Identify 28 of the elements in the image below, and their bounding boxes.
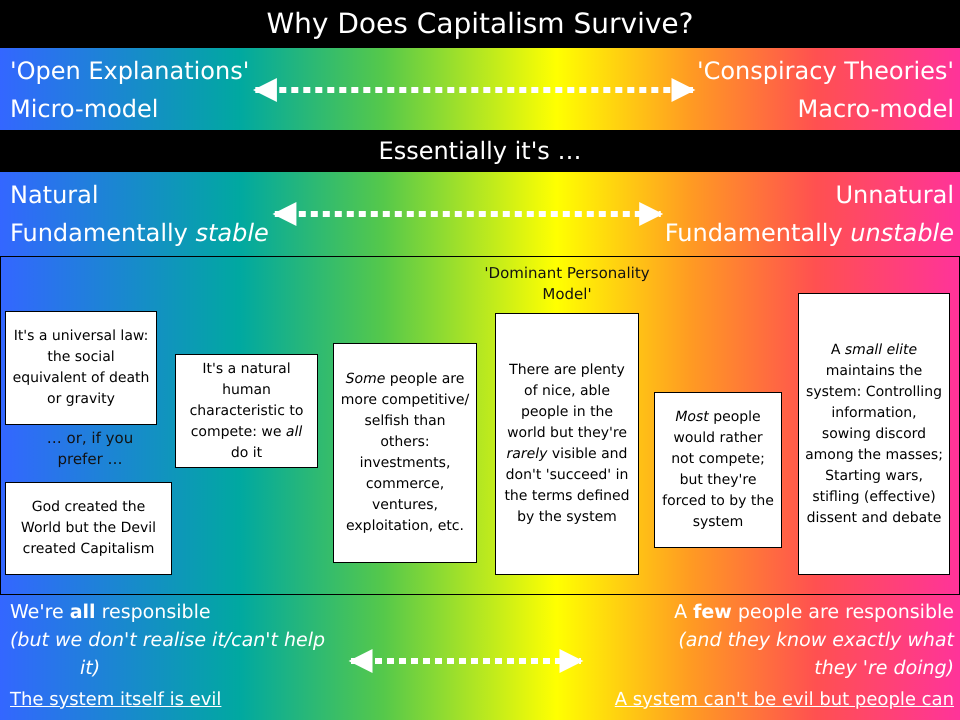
subheading-text: Micro-model bbox=[10, 94, 160, 125]
double-arrow bbox=[348, 649, 584, 673]
note-text: (but we don't realise it/can't help it) bbox=[10, 628, 326, 681]
heading-text: Natural bbox=[10, 180, 100, 211]
text-card: A small elite maintains the system: Controlling information, sowing discord among the masses; Starting wars, stifling (effective) dissent and debate bbox=[798, 293, 950, 575]
note-text: (and they know exactly what they 're doing) bbox=[677, 628, 954, 681]
text-card: Some people are more competitive/ selfish than others: investments, commerce, ventures, exploitation, etc. bbox=[333, 343, 477, 563]
text-card: It's a natural human characteristic to compete: we all do it bbox=[175, 354, 318, 468]
statement-text: A few people are responsible bbox=[673, 600, 954, 625]
section-header: Essentially it's … bbox=[0, 130, 960, 172]
heading-text: 'Conspiracy Theories' bbox=[697, 56, 954, 87]
heading-text: 'Open Explanations' bbox=[10, 56, 250, 87]
subheading-text: Macro-model bbox=[796, 94, 954, 125]
title-banner: Why Does Capitalism Survive? bbox=[0, 0, 960, 48]
text-card: It's a universal law: the social equivalent of death or gravity bbox=[5, 311, 157, 425]
conclusion-text: The system itself is evil bbox=[10, 688, 222, 712]
note-text: … or, if you prefer … bbox=[46, 428, 134, 470]
statement-text: We're all responsible bbox=[10, 600, 212, 625]
caption-text: 'Dominant Personality Model' bbox=[483, 263, 651, 305]
text-card: There are plenty of nice, able people in the world but they're rarely visible and don't 'succeed' in the terms defined by the system bbox=[495, 313, 639, 575]
text-card: Most people would rather not compete; but they're forced to by the system bbox=[654, 392, 782, 548]
subheading-text: Fundamentally unstable bbox=[664, 218, 954, 249]
heading-text: Unnatural bbox=[834, 180, 954, 211]
double-arrow bbox=[252, 78, 696, 102]
subheading-text: Fundamentally stable bbox=[10, 218, 269, 249]
double-arrow bbox=[272, 202, 664, 226]
text-card: God created the World but the Devil created Capitalism bbox=[5, 482, 172, 575]
conclusion-text: A system can't be evil but people can bbox=[614, 688, 954, 712]
